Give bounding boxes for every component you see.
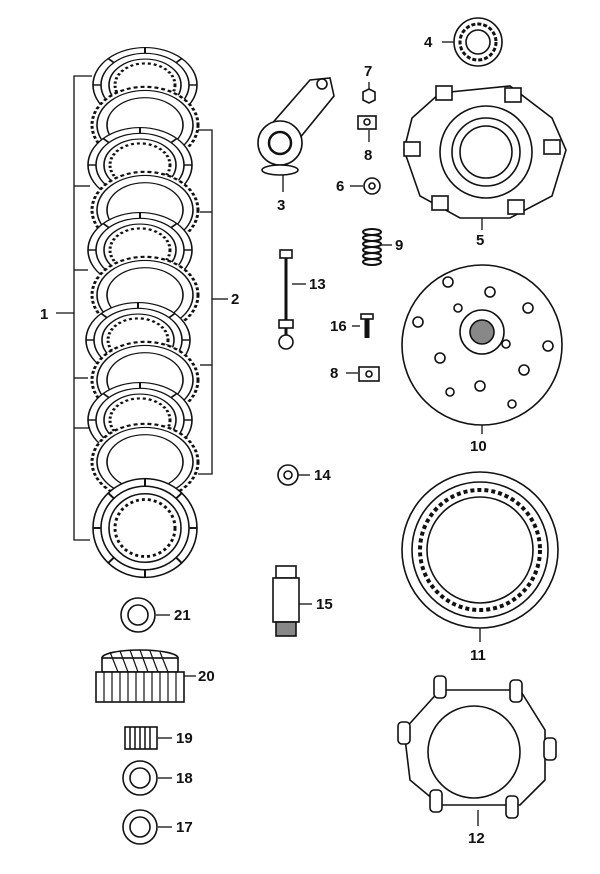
callout-13: 13 bbox=[309, 276, 326, 293]
callout-labels: 1 2 3 4 5 6 7 8 8 9 10 11 12 13 14 15 16… bbox=[40, 34, 487, 847]
part-18-washer bbox=[122, 760, 158, 796]
callout-10: 10 bbox=[470, 438, 487, 455]
part-7-nut bbox=[362, 88, 376, 104]
callout-2: 2 bbox=[231, 291, 239, 308]
callout-18: 18 bbox=[176, 770, 193, 787]
callout-20: 20 bbox=[198, 668, 215, 685]
callout-7: 7 bbox=[364, 63, 372, 80]
callout-17: 17 bbox=[176, 819, 193, 836]
callout-14: 14 bbox=[314, 467, 331, 484]
part-6-washer bbox=[363, 177, 381, 195]
callout-5: 5 bbox=[476, 232, 484, 249]
part-15-bolt bbox=[272, 565, 300, 637]
part-16-screw bbox=[360, 313, 374, 338]
part-12-plate bbox=[397, 675, 557, 819]
part-4-bearing bbox=[453, 17, 503, 67]
part-3-lever bbox=[257, 77, 335, 176]
callout-12: 12 bbox=[468, 830, 485, 847]
part-8-nut-lower bbox=[358, 366, 380, 382]
callout-4: 4 bbox=[424, 34, 433, 51]
part-21-washer bbox=[120, 597, 156, 633]
part-8-nut-upper bbox=[357, 115, 377, 130]
bracket-2 bbox=[198, 129, 228, 475]
part-13-cable-rod bbox=[278, 249, 294, 350]
callout-8-upper: 8 bbox=[364, 147, 372, 164]
callout-9: 9 bbox=[395, 237, 403, 254]
callout-1: 1 bbox=[40, 306, 48, 323]
callout-15: 15 bbox=[316, 596, 333, 613]
part-11-clutch-basket bbox=[401, 471, 559, 629]
callout-6: 6 bbox=[336, 178, 344, 195]
part-14-clip bbox=[277, 464, 299, 486]
part-9-spring bbox=[362, 228, 382, 266]
part-5-hub bbox=[403, 85, 567, 219]
bracket-1 bbox=[56, 75, 92, 541]
part-20-gear bbox=[95, 649, 185, 703]
callout-16: 16 bbox=[330, 318, 347, 335]
callout-19: 19 bbox=[176, 730, 193, 747]
part-10-pressure-plate bbox=[401, 264, 563, 426]
callout-3: 3 bbox=[277, 197, 285, 214]
part-17-washer bbox=[122, 809, 158, 845]
callout-8-lower: 8 bbox=[330, 365, 338, 382]
clutch-disc-stack bbox=[84, 46, 200, 579]
callout-11: 11 bbox=[470, 647, 486, 664]
callout-21: 21 bbox=[174, 607, 191, 624]
part-19-needle-bearing bbox=[124, 726, 158, 750]
